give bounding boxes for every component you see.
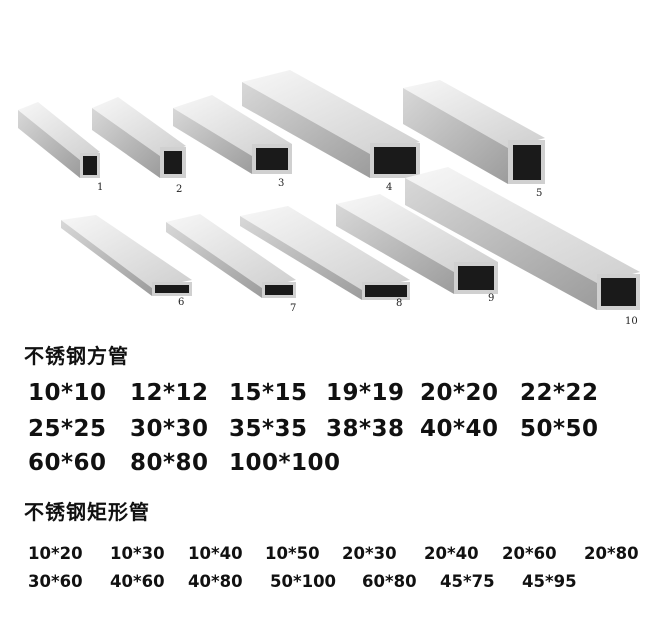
- square-tube-heading: 不锈钢方管: [24, 344, 129, 368]
- tube-label: 3: [278, 178, 284, 189]
- size-item: 45*75: [440, 572, 495, 591]
- tube-10: 10: [405, 167, 640, 327]
- size-item: 60*80: [362, 572, 417, 591]
- size-item: 10*10: [28, 380, 107, 406]
- tube-label: 6: [178, 297, 184, 308]
- size-item: 20*60: [502, 544, 557, 563]
- tube-label: 5: [536, 188, 542, 199]
- size-item: 50*100: [270, 572, 337, 591]
- size-item: 50*50: [520, 416, 599, 442]
- tube-4: 4: [242, 70, 420, 193]
- tube-label: 7: [290, 303, 296, 314]
- size-item: 10*40: [188, 544, 243, 563]
- size-item: 10*50: [265, 544, 320, 563]
- size-item: 38*38: [326, 416, 405, 442]
- tube-6: 6: [61, 215, 192, 308]
- size-item: 12*12: [130, 380, 209, 406]
- tube-label: 2: [176, 184, 182, 195]
- tube-2: 2: [92, 97, 186, 195]
- size-item: 15*15: [229, 380, 308, 406]
- size-item: 20*80: [584, 544, 639, 563]
- tube-9: 9: [336, 194, 498, 304]
- size-item: 40*40: [420, 416, 499, 442]
- size-item: 10*30: [110, 544, 165, 563]
- size-item: 60*60: [28, 450, 107, 476]
- tube-label: 9: [488, 293, 494, 304]
- tube-1: 1: [18, 102, 103, 193]
- tube-label: 8: [396, 298, 402, 309]
- size-item: 45*95: [522, 572, 577, 591]
- size-item: 80*80: [130, 450, 209, 476]
- size-item: 20*40: [424, 544, 479, 563]
- tube-illustration: 1 2 3 4 5 6: [18, 70, 640, 327]
- size-item: 35*35: [229, 416, 308, 442]
- tube-label: 1: [97, 182, 103, 193]
- size-item: 100*100: [229, 450, 341, 476]
- size-item: 20*20: [420, 380, 499, 406]
- size-item: 30*60: [28, 572, 83, 591]
- tube-3: 3: [173, 95, 292, 189]
- tube-label: 4: [386, 182, 392, 193]
- size-item: 10*20: [28, 544, 83, 563]
- size-item: 40*60: [110, 572, 165, 591]
- size-item: 19*19: [326, 380, 405, 406]
- tube-8: 8: [240, 206, 410, 309]
- tube-7: 7: [166, 214, 296, 314]
- tube-label: 10: [625, 316, 638, 327]
- size-item: 20*30: [342, 544, 397, 563]
- size-item: 30*30: [130, 416, 209, 442]
- size-item: 22*22: [520, 380, 599, 406]
- size-item: 25*25: [28, 416, 107, 442]
- rect-tube-heading: 不锈钢矩形管: [24, 500, 150, 524]
- tube-5: 5: [403, 80, 545, 199]
- size-item: 40*80: [188, 572, 243, 591]
